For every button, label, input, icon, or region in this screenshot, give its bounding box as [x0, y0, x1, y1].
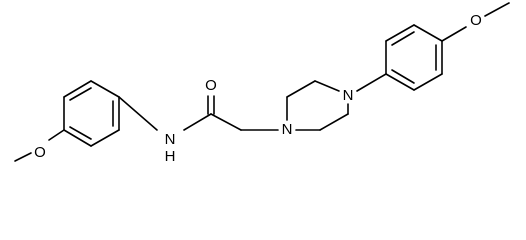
molecule-svg: O N H O N N O [14, 2, 510, 165]
atom-n-piperazine-4: N [343, 87, 354, 104]
bond-n4-ring [356, 73, 387, 92]
bond-o-right-methyl [484, 2, 510, 17]
bond-ring-nh [118, 96, 158, 131]
atom-h-amide: H [165, 148, 176, 165]
structure-diagram: O N H O N N O [14, 2, 510, 165]
piperazine-ring [286, 80, 349, 131]
atom-o-carbonyl: O [205, 77, 217, 94]
bond-methyl-o-left [14, 152, 32, 162]
right-benzene-ring [385, 24, 443, 91]
left-benzene-ring [63, 80, 120, 147]
atom-o-right-methoxy: O [470, 12, 482, 29]
atom-o-left-methoxy: O [34, 144, 46, 161]
atom-n-piperazine-1: N [282, 121, 293, 138]
atom-n-amide: N [165, 131, 176, 148]
bond-ring-o-right [441, 26, 467, 42]
bond-carbonyl-ch2 [210, 113, 242, 131]
bond-o-left-ring [48, 129, 65, 141]
bond-nh-carbonyl [183, 113, 212, 131]
